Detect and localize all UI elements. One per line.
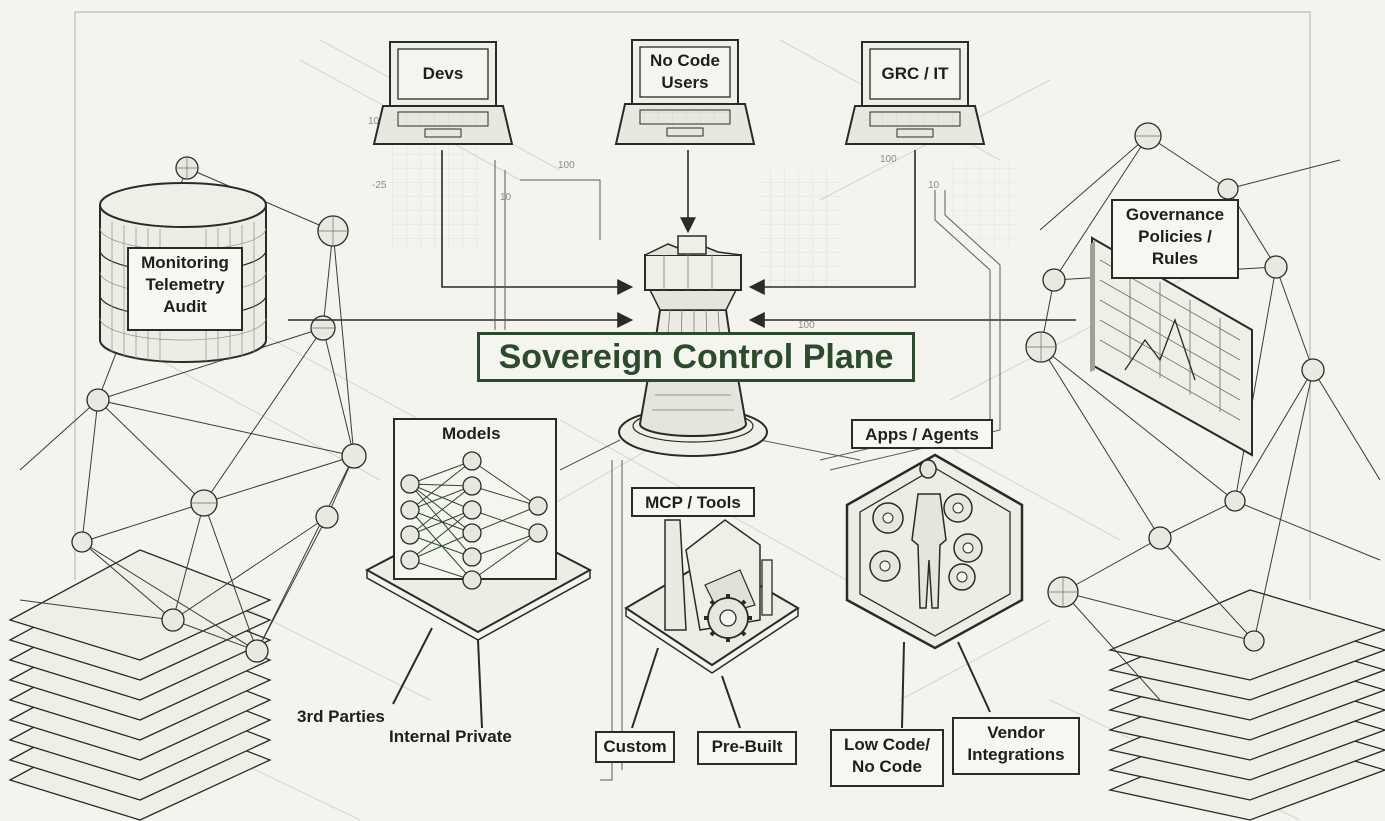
user-label-no-code: No Code Users bbox=[650, 51, 720, 92]
mcp-source-pre-built: Pre-Built bbox=[697, 731, 797, 765]
governance-label: Governance Policies / Rules bbox=[1111, 199, 1239, 279]
network-right-links bbox=[1039, 135, 1381, 701]
circuit-traces bbox=[494, 160, 1001, 781]
laptop-devs bbox=[372, 41, 514, 145]
arrows bbox=[288, 150, 1076, 328]
page-title: Sovereign Control Plane bbox=[477, 332, 915, 382]
bg-number: 100 bbox=[880, 154, 897, 165]
laptop-no-code bbox=[614, 39, 756, 145]
apps-source-low-code: Low Code/ No Code bbox=[830, 729, 944, 787]
stacked-plates-left bbox=[8, 549, 272, 821]
models-platform bbox=[364, 418, 593, 641]
models-source-internal-private: Internal Private bbox=[389, 727, 512, 746]
apps-label: Apps / Agents bbox=[851, 419, 993, 449]
laptop-grc-it bbox=[844, 41, 986, 145]
mcp-label: MCP / Tools bbox=[631, 487, 755, 517]
bg-number: 10 bbox=[368, 116, 380, 127]
bg-number: 10 bbox=[928, 180, 940, 191]
control-tower bbox=[618, 235, 768, 457]
models-label: Models bbox=[442, 424, 501, 443]
bg-number: -25 bbox=[372, 180, 387, 191]
mcp-platform bbox=[624, 519, 800, 674]
models-source-3rd-parties: 3rd Parties bbox=[297, 707, 385, 726]
monitoring-label: Monitoring Telemetry Audit bbox=[127, 247, 243, 331]
apps-hexagon bbox=[845, 453, 1024, 650]
governance-board bbox=[1090, 236, 1253, 457]
user-label-devs: Devs bbox=[422, 64, 464, 83]
bg-number: 100 bbox=[558, 160, 575, 171]
user-label-grc-it: GRC / IT bbox=[881, 64, 949, 83]
bg-number: 10 bbox=[500, 192, 512, 203]
source-connectors bbox=[392, 627, 991, 729]
apps-source-vendor-integrations: Vendor Integrations bbox=[952, 717, 1080, 775]
bg-number: 100 bbox=[798, 320, 815, 331]
mcp-source-custom: Custom bbox=[595, 731, 675, 763]
